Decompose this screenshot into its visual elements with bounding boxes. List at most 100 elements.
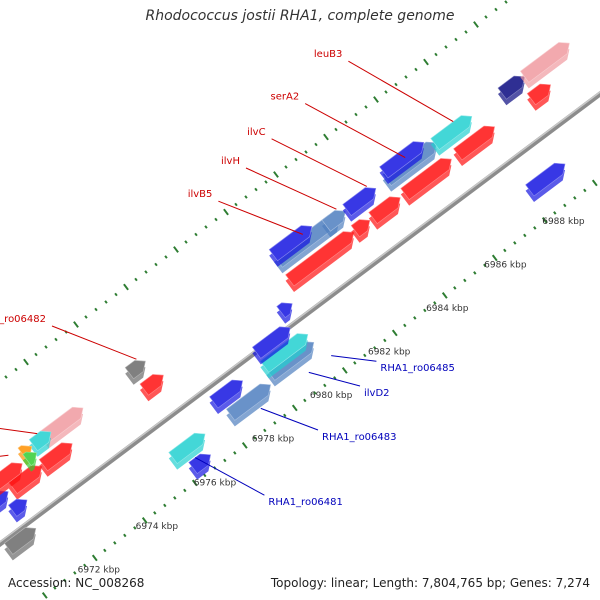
tick-mark-upper	[334, 127, 338, 132]
tick-mark-lower	[533, 226, 537, 230]
tick-mark-lower	[103, 548, 107, 553]
tick-mark-upper	[434, 52, 438, 57]
green-gene	[22, 451, 37, 472]
far-pink-gene-face	[519, 42, 570, 83]
tick-mark-upper	[364, 105, 368, 109]
scale-label: 6986 kbp	[484, 260, 527, 270]
tick-mark-upper	[123, 283, 129, 291]
map-title: Rhodococcus jostii RHA1, complete genome	[145, 8, 455, 24]
tick-mark-lower	[283, 413, 287, 418]
tick-mark-upper	[484, 15, 488, 19]
left-gray-gene-face	[3, 527, 37, 555]
ilvH-gene-face	[350, 219, 371, 238]
tick-mark-lower	[123, 533, 127, 538]
tick-mark-upper	[354, 112, 358, 117]
tick-mark-lower	[513, 241, 517, 245]
label-leader-line	[51, 325, 137, 360]
tick-mark-lower	[141, 516, 148, 524]
tick-mark-lower	[233, 451, 237, 455]
serA2b-gene	[379, 141, 425, 184]
left-gray-gene	[3, 527, 37, 561]
tick-mark-lower	[413, 316, 417, 320]
tick-mark-lower	[383, 338, 387, 343]
tick-mark-upper	[134, 277, 138, 282]
gene-label-ilvD2: ilvD2	[364, 388, 390, 399]
tick-mark-lower	[153, 511, 157, 515]
scale-label: 6984 kbp	[426, 304, 469, 314]
tick-mark-upper	[173, 246, 179, 253]
tick-mark-upper	[223, 208, 229, 216]
tick-mark-upper	[104, 300, 108, 304]
tick-mark-lower	[333, 376, 337, 380]
gene-label-ilvC: ilvC	[247, 127, 265, 138]
ilvB5-gene-face	[285, 231, 355, 287]
tick-mark-upper	[4, 375, 8, 379]
ro06482-gene	[139, 374, 164, 402]
tick-mark-lower	[463, 278, 467, 283]
tick-mark-lower	[133, 526, 137, 530]
tick-mark-upper	[84, 315, 88, 319]
tick-mark-upper	[23, 358, 29, 366]
tick-mark-lower	[313, 391, 317, 395]
tick-mark-lower	[503, 248, 507, 253]
tick-mark-lower	[73, 571, 77, 575]
tick-mark-lower	[363, 353, 367, 358]
tick-mark-lower	[573, 196, 577, 200]
ro06481b-gene-face	[188, 453, 211, 475]
gene-label-ro06483: RHA1_ro06483	[322, 432, 397, 443]
tick-mark-upper	[144, 270, 148, 274]
tick-mark-lower	[441, 292, 448, 299]
tick-mark-lower	[253, 436, 257, 440]
ro06485-gene-face	[251, 326, 291, 359]
tick-mark-upper	[344, 120, 348, 124]
left-blue2-gene-face	[7, 498, 28, 517]
tick-mark-lower	[53, 586, 57, 590]
tick-mark-lower	[523, 233, 527, 238]
ilvB5c-gene	[268, 225, 313, 267]
tick-mark-upper	[14, 367, 18, 372]
ro06483-gene	[225, 383, 271, 427]
serA2-gene	[400, 158, 452, 206]
scale-label: 6978 kbp	[252, 435, 295, 445]
accession-text: Accession: NC_008268	[8, 576, 145, 590]
ro06483b-gene-face	[209, 379, 243, 409]
ro06481b-gene	[188, 453, 211, 480]
tick-mark-upper	[423, 58, 429, 66]
tick-mark-upper	[384, 90, 388, 94]
tick-mark-upper	[34, 352, 38, 357]
tick-mark-lower	[391, 329, 398, 337]
tick-mark-upper	[304, 150, 308, 154]
left-blue-gene	[0, 490, 9, 513]
ilvB5-gene	[285, 231, 355, 292]
tick-mark-upper	[204, 225, 208, 229]
tick-mark-upper	[394, 82, 398, 87]
ilvH-upper-gene	[321, 210, 346, 238]
scale-label: 6982 kbp	[368, 348, 411, 358]
label-leader-line	[348, 60, 454, 123]
tick-mark-lower	[263, 428, 267, 433]
ro06483-gene-face	[225, 383, 271, 421]
ro06481-gene	[168, 432, 206, 470]
ro06482-gene-face	[139, 374, 164, 396]
tick-mark-lower	[433, 301, 437, 305]
far-navy-gene	[497, 75, 525, 106]
tick-mark-lower	[373, 346, 377, 350]
tick-mark-upper	[444, 45, 448, 49]
pfkA-upper-gene	[28, 430, 52, 457]
ro06482b-gene-face	[124, 360, 146, 380]
pfkA-upper-gene-face	[28, 430, 52, 452]
label-leader-line	[0, 427, 38, 435]
tick-mark-lower	[483, 263, 487, 268]
gatB-gene	[38, 442, 73, 477]
gene-label-leuB3: leuB3	[314, 49, 343, 60]
tick-mark-lower	[91, 554, 98, 562]
scale-label: 6972 kbp	[78, 565, 121, 575]
far-red-gene	[526, 83, 551, 111]
tick-mark-lower	[423, 308, 427, 313]
tick-mark-upper	[414, 67, 418, 72]
far-navy-gene-face	[497, 75, 525, 100]
ilvC-gene	[368, 196, 401, 230]
tick-mark-upper	[94, 307, 98, 312]
scale-label: 6974 kbp	[136, 522, 179, 532]
